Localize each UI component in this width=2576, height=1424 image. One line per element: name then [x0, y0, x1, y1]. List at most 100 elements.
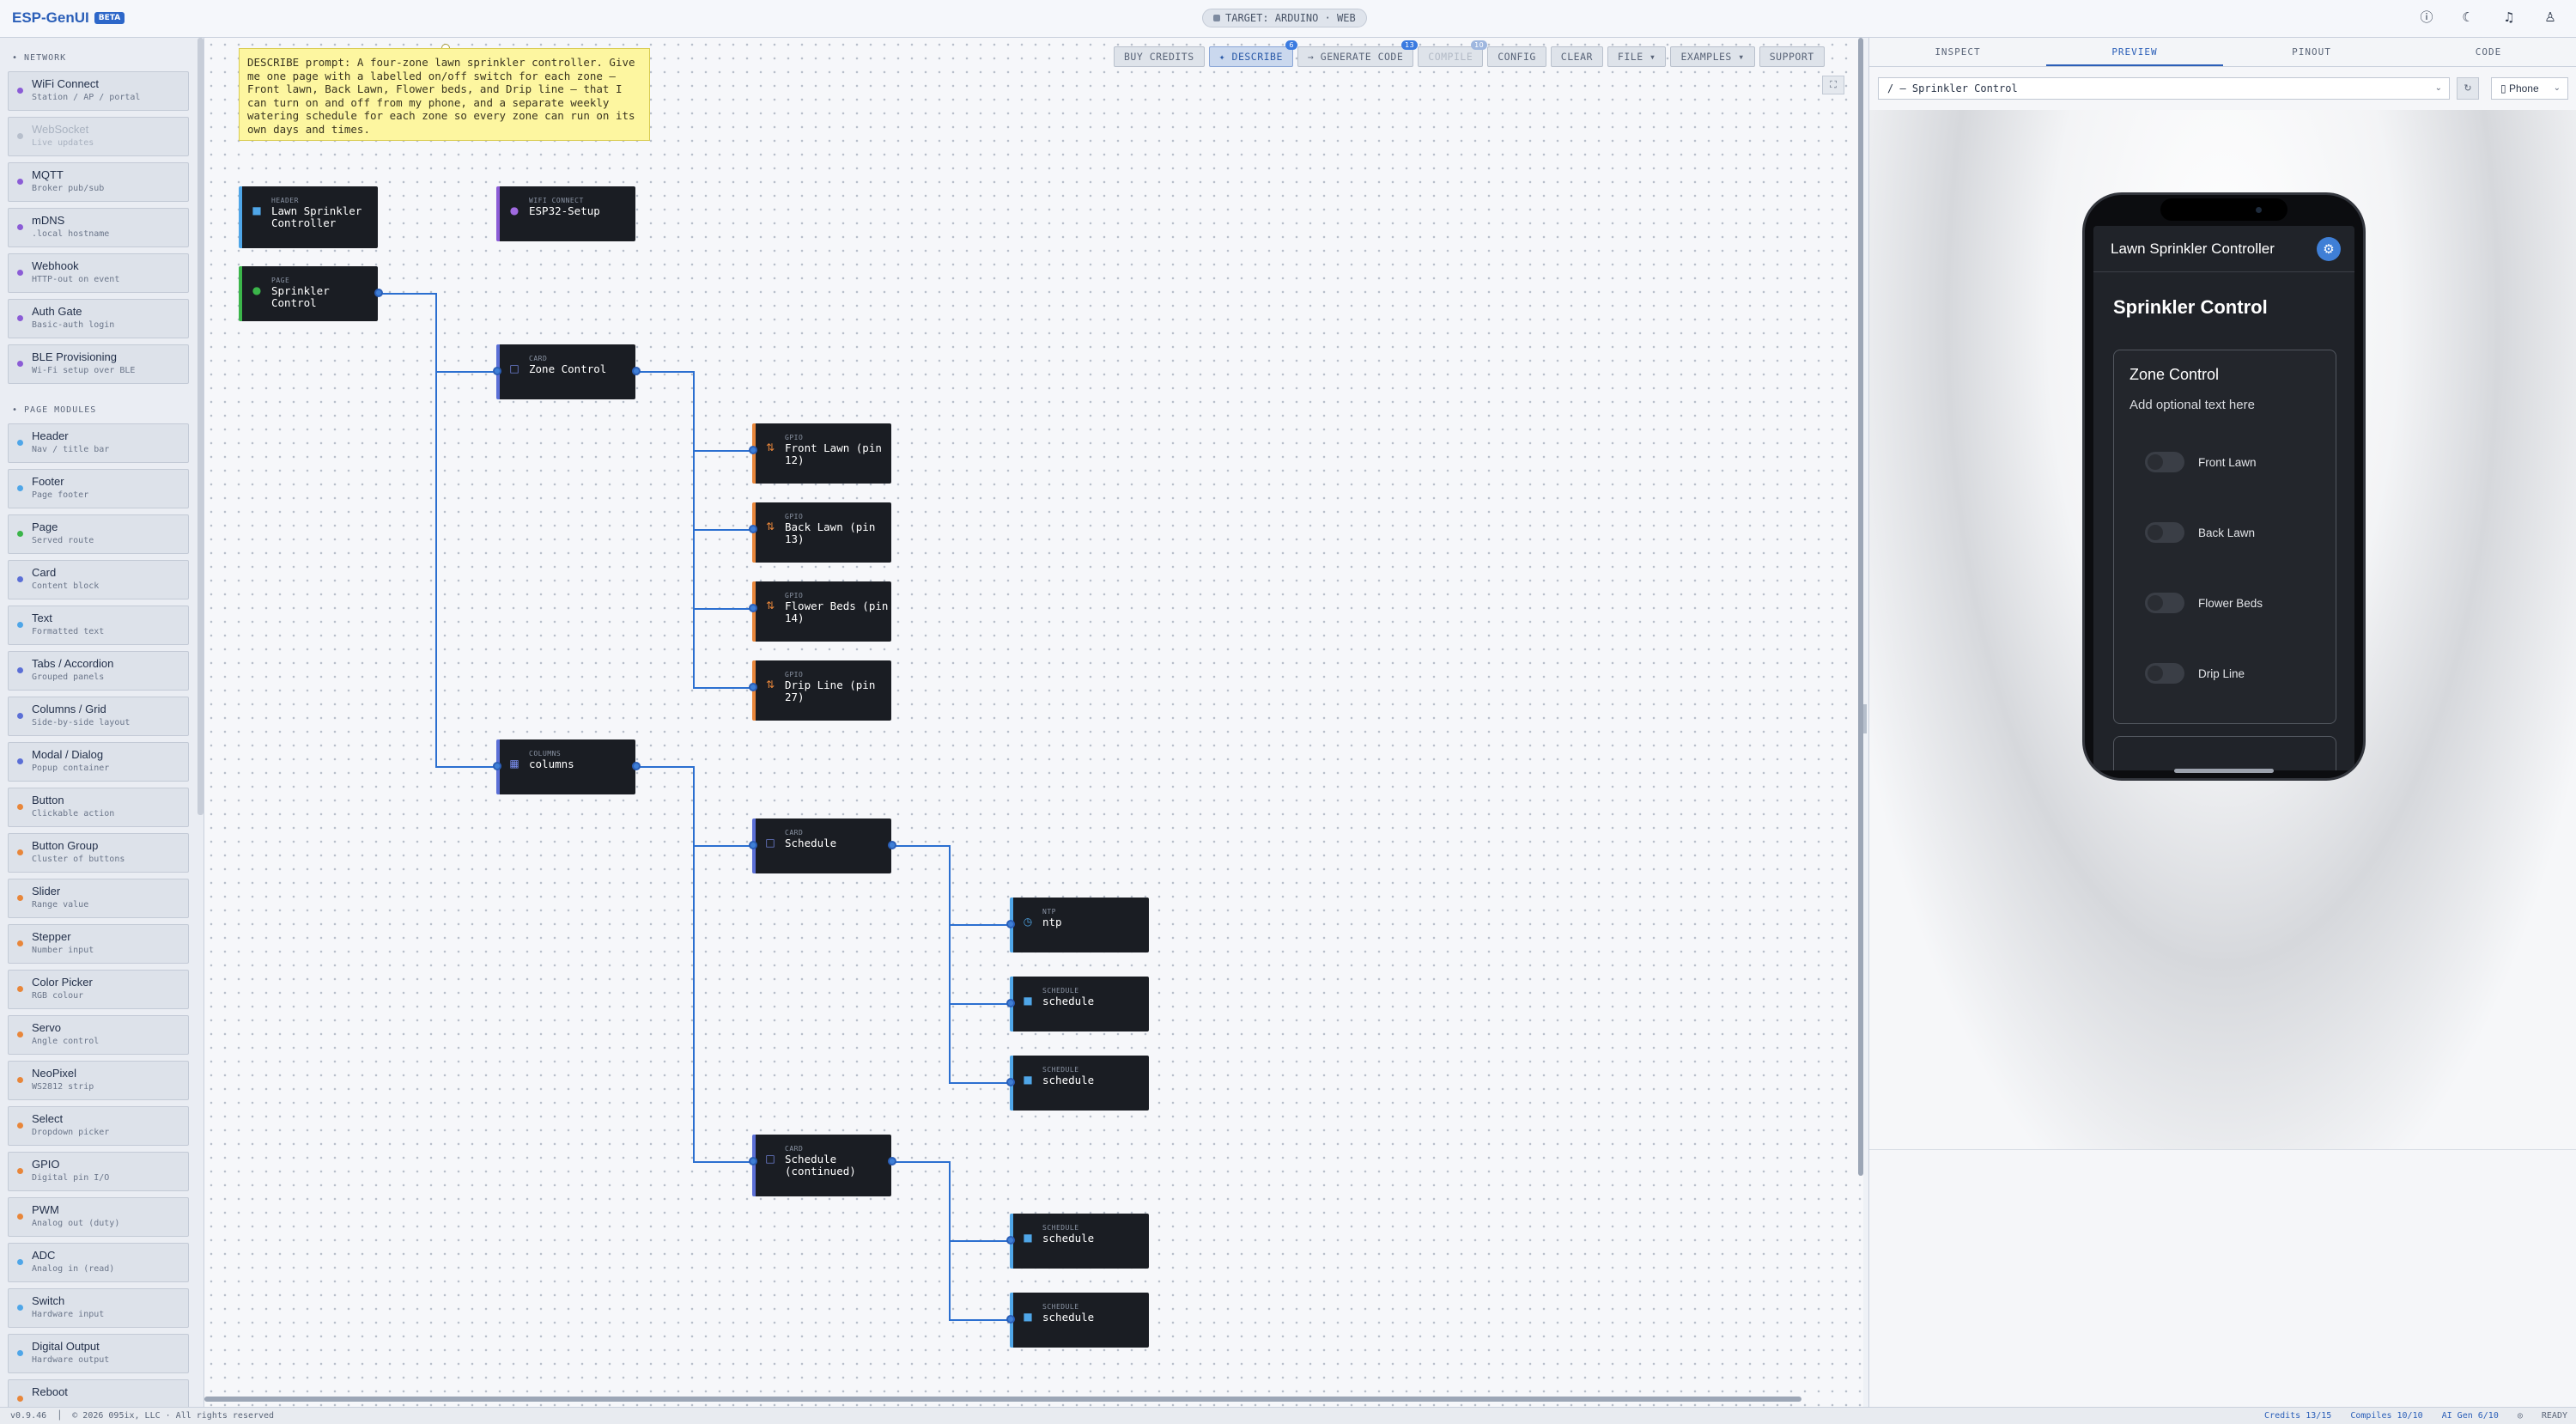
canvas-horizontal-scrollbar[interactable] [204, 1397, 1801, 1402]
refresh-button[interactable]: ↻ [2457, 77, 2479, 100]
support-button[interactable]: SUPPORT [1759, 46, 1825, 67]
input-port[interactable] [1006, 1078, 1015, 1086]
input-port[interactable] [1006, 1236, 1015, 1244]
help-icon[interactable]: ⓘ [2420, 9, 2433, 25]
input-port[interactable] [1006, 999, 1015, 1007]
buy-credits-button[interactable]: BUY CREDITS [1114, 46, 1205, 67]
canvas-vertical-scrollbar[interactable] [1858, 38, 1863, 1176]
input-port[interactable] [749, 604, 757, 612]
input-port[interactable] [493, 367, 501, 375]
moon-icon[interactable]: ☾ [2462, 9, 2474, 25]
credits-counter: Credits 13/15 [2264, 1411, 2332, 1421]
tab-pinout[interactable]: PINOUT [2292, 46, 2331, 58]
input-port[interactable] [493, 762, 501, 770]
output-port[interactable] [374, 289, 383, 297]
input-port[interactable] [749, 446, 757, 454]
zone-toggle[interactable] [2145, 522, 2184, 543]
node-name: Sprinkler Control [271, 284, 330, 309]
output-port[interactable] [888, 841, 896, 849]
zone-toggle[interactable] [2145, 663, 2184, 684]
zone-toggle[interactable] [2145, 593, 2184, 613]
zone-toggle[interactable] [2145, 452, 2184, 472]
bell-icon[interactable]: ♫ [2503, 9, 2515, 25]
input-port[interactable] [1006, 920, 1015, 928]
input-port[interactable] [749, 1157, 757, 1165]
gear-icon[interactable]: ⚙ [2317, 237, 2341, 261]
target-selector[interactable]: TARGET: ARDUINO · WEB [1202, 9, 1367, 27]
panel-resize-handle[interactable] [1863, 704, 1867, 733]
node-name: schedule [1042, 1311, 1095, 1324]
sidebar-item-mdns[interactable]: mDNS.local hostname [8, 208, 189, 247]
describe-prompt-note[interactable]: DESCRIBE prompt: A four-zone lawn sprink… [239, 48, 650, 141]
clear-button[interactable]: CLEAR [1550, 46, 1603, 67]
output-port[interactable] [632, 762, 641, 770]
file-button[interactable]: FILE ▾ [1607, 46, 1667, 67]
input-port[interactable] [749, 525, 757, 533]
config-button[interactable]: CONFIG [1487, 46, 1546, 67]
sidebar-item-reboot[interactable]: Reboot [8, 1379, 189, 1407]
node-canvas[interactable] [204, 38, 1863, 1407]
output-port[interactable] [632, 367, 641, 375]
brand-logo[interactable]: ESP-GenUI BETA [12, 9, 125, 27]
sidebar-scrollbar[interactable] [197, 38, 204, 815]
tab-code[interactable]: CODE [2475, 46, 2502, 58]
input-port[interactable] [1006, 1315, 1015, 1324]
tab-inspect[interactable]: INSPECT [1935, 46, 1981, 58]
user-icon[interactable]: ♙ [2544, 9, 2556, 25]
route-select[interactable]: / — Sprinkler Control ⌄ [1878, 77, 2450, 100]
device-select[interactable]: ▯ Phone ⌄ [2491, 77, 2568, 100]
tab-preview[interactable]: PREVIEW [2046, 38, 2223, 66]
input-port[interactable] [749, 683, 757, 691]
fit-view-button[interactable]: ⛶ [1822, 76, 1844, 94]
input-port[interactable] [749, 841, 757, 849]
output-port[interactable] [888, 1157, 896, 1165]
examples-button[interactable]: EXAMPLES ▾ [1670, 46, 1755, 67]
